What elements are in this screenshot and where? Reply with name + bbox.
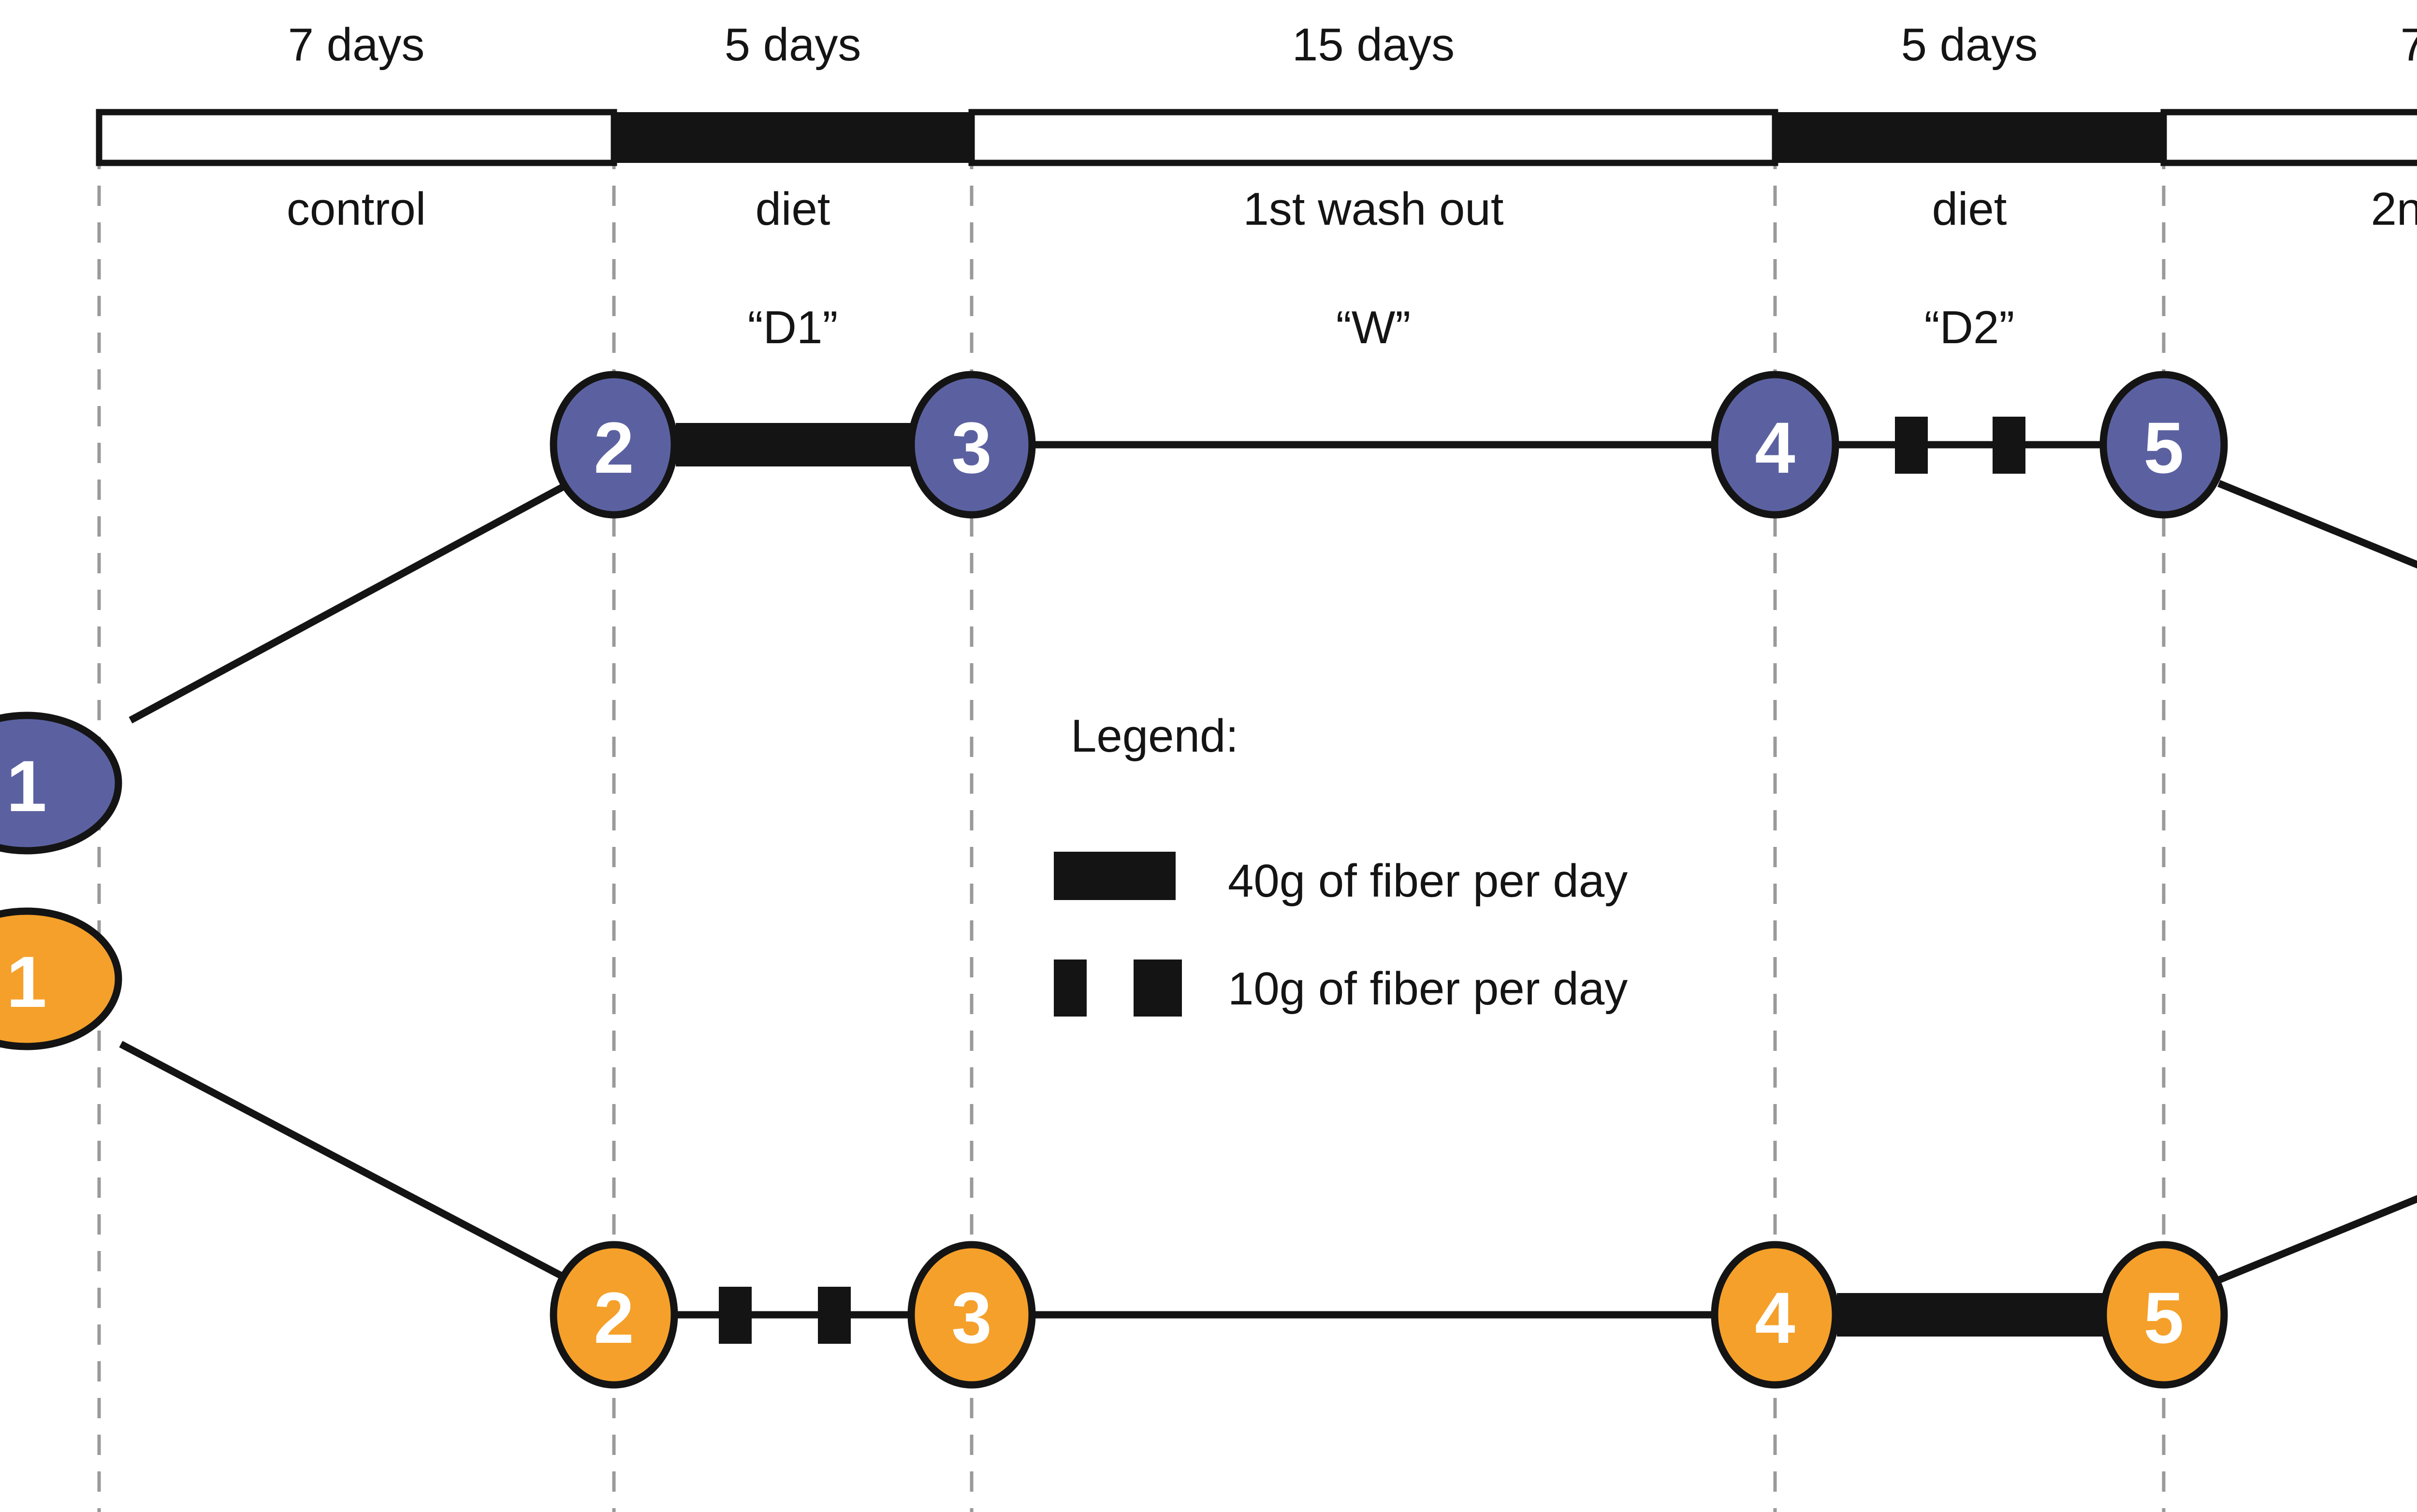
arm-a-node-1-label: 1 <box>6 745 46 827</box>
arm-a-node-1[interactable]: 1 <box>0 712 122 855</box>
arm-b-node-5[interactable]: 5 <box>2099 1241 2228 1389</box>
timeline-segment-control <box>96 109 617 166</box>
period-code-d1: “D1” <box>748 302 838 353</box>
arm-a-segment-4-5-10g-dot-2 <box>1993 417 2025 474</box>
legend-swatch-dotted-bar-icon-dot-2 <box>1134 960 1182 1017</box>
arm-a-segment-1-2 <box>129 480 571 724</box>
arm-a-segment-4-5-10g-dot-1 <box>1895 417 1928 474</box>
timeline-segment-diet-2 <box>1775 112 2164 163</box>
arm-b-segment-2-3-10g-dot-1 <box>719 1287 752 1344</box>
arm-b-connectors <box>119 1041 2417 1344</box>
arm-a-node-3-label: 3 <box>951 407 991 488</box>
duration-label-diet-2: 5 days <box>1901 19 2038 71</box>
timeline-segment-washout-2 <box>2160 109 2417 166</box>
arm-a-node-5-shape[interactable] <box>2099 371 2228 519</box>
duration-label-control: 7 days <box>288 19 425 71</box>
arm-b-segment-1-2 <box>119 1041 571 1283</box>
period-code-group: “D1” “W” “D2” <box>748 302 2015 353</box>
duration-label-diet-1: 5 days <box>725 19 861 71</box>
arm-b-node-1-label: 1 <box>6 941 46 1022</box>
arm-a-node-5-label: 5 <box>2143 407 2184 488</box>
arm-b-nodes: 1 2 3 4 5 <box>0 907 2228 1389</box>
arm-a-node-3-shape[interactable] <box>907 371 1036 519</box>
legend-swatch-dotted-bar-icon-dot-1 <box>1054 960 1087 1017</box>
legend-label-40g: 40g of fiber per day <box>1228 855 1628 907</box>
arm-a-segment-2-3-40g <box>676 423 913 466</box>
timeline-segment-diet-1 <box>614 112 972 163</box>
phase-label-washout-2: 2nd wash out <box>2371 183 2417 235</box>
legend-item-40g: 40g of fiber per day <box>1054 852 1628 907</box>
arm-b-node-5-label: 5 <box>2143 1277 2184 1358</box>
arm-a-node-2-label: 2 <box>594 407 634 488</box>
arm-a-segment-5-6 <box>2217 480 2417 569</box>
duration-label-group: 7 days 5 days 15 days 5 days 7 days <box>288 19 2417 71</box>
arm-b-node-2-shape[interactable] <box>550 1241 678 1389</box>
phase-label-diet-2: diet <box>1932 183 2007 235</box>
arm-a-node-3[interactable]: 3 <box>907 371 1036 519</box>
legend-swatch-solid-bar-icon <box>1054 852 1176 900</box>
arm-b-node-4[interactable]: 4 <box>1711 1241 1839 1389</box>
arm-b-node-1-shape[interactable] <box>0 907 122 1050</box>
arm-b-segment-5-6 <box>2217 1195 2417 1283</box>
legend-label-10g: 10g of fiber per day <box>1228 963 1628 1015</box>
legend: Legend: 40g of fiber per day 10g of fibe… <box>1054 710 1628 1017</box>
arm-a-node-2-shape[interactable] <box>550 371 678 519</box>
phase-label-diet-1: diet <box>756 183 830 235</box>
phase-label-washout-1: 1st wash out <box>1243 183 1504 235</box>
arm-b-node-3[interactable]: 3 <box>907 1241 1036 1389</box>
arm-b-node-4-shape[interactable] <box>1711 1241 1839 1389</box>
legend-title: Legend: <box>1071 710 1238 762</box>
arm-b-segment-2-3-10g-dot-2 <box>818 1287 851 1344</box>
period-code-w: “W” <box>1336 302 1411 353</box>
arm-b-node-3-shape[interactable] <box>907 1241 1036 1389</box>
phase-label-group: control diet 1st wash out diet 2nd wash … <box>287 183 2417 235</box>
arm-b-node-1[interactable]: 1 <box>0 907 122 1050</box>
arm-b-node-2-label: 2 <box>594 1277 634 1358</box>
arm-a-connectors <box>129 417 2417 724</box>
arm-a-node-4-shape[interactable] <box>1711 371 1839 519</box>
arm-b-node-2[interactable]: 2 <box>550 1241 678 1389</box>
arm-a-node-5[interactable]: 5 <box>2099 371 2228 519</box>
arm-a-node-1-shape[interactable] <box>0 712 122 855</box>
arm-b-node-5-shape[interactable] <box>2099 1241 2228 1389</box>
timeline-segment-washout-1 <box>968 109 1778 166</box>
arm-a-node-2[interactable]: 2 <box>550 371 678 519</box>
arm-a-node-4-label: 4 <box>1755 407 1795 488</box>
period-code-d2: “D2” <box>1924 302 2015 353</box>
arm-b-node-4-label: 4 <box>1755 1277 1795 1358</box>
duration-label-washout-2: 7 days <box>2401 19 2417 71</box>
arm-b-node-3-label: 3 <box>951 1277 991 1358</box>
timeline-bar <box>96 109 2417 166</box>
arm-a-node-4[interactable]: 4 <box>1711 371 1839 519</box>
phase-label-control: control <box>287 183 426 235</box>
arm-b-segment-4-5-40g <box>1837 1293 2103 1337</box>
arm-a-nodes: 1 2 3 4 5 <box>0 371 2228 855</box>
legend-item-10g: 10g of fiber per day <box>1054 960 1628 1017</box>
duration-label-washout-1: 15 days <box>1292 19 1455 71</box>
